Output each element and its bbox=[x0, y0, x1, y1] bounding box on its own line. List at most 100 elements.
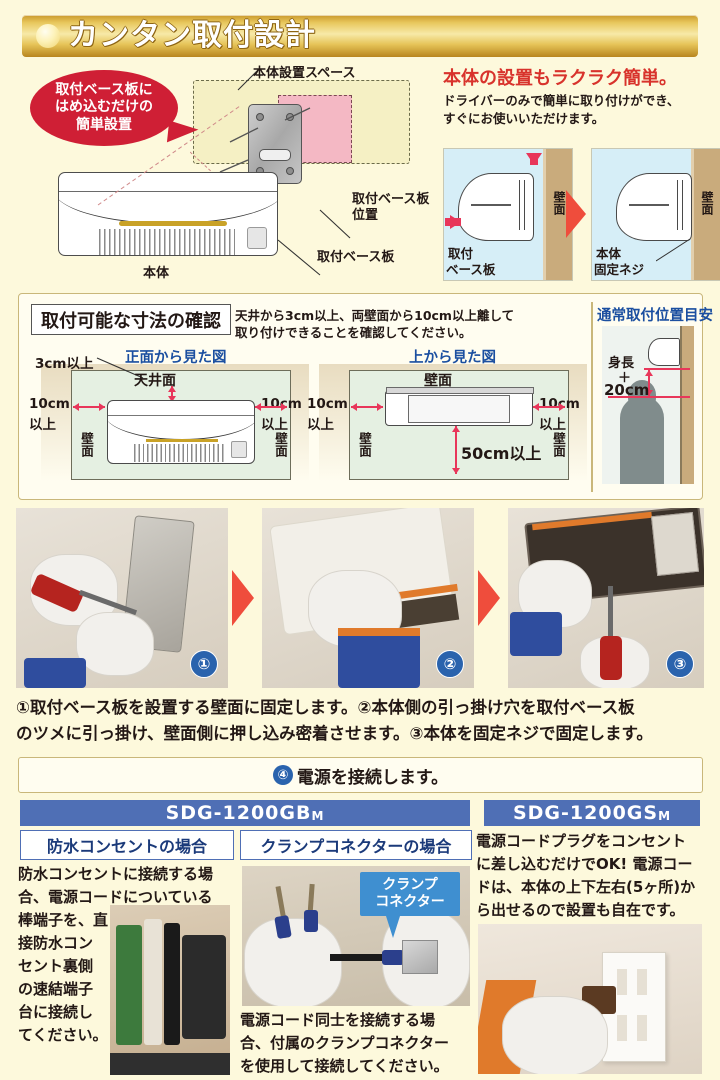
top-wall-left: 壁面 bbox=[357, 432, 372, 457]
callout-line-2: はめ込むだけの bbox=[55, 99, 153, 116]
work-sleeve bbox=[338, 632, 420, 688]
step4-text: 電源を接続します。 bbox=[296, 767, 449, 788]
right-body-line1: ドライバーのみで簡単に取り付けができ、 bbox=[443, 93, 680, 108]
label-wall-panel1: 壁面 bbox=[552, 191, 566, 215]
clamp-text-line2: 合、付属のクランプコネクター bbox=[240, 1034, 449, 1052]
label-ceiling: 天井面 bbox=[134, 373, 176, 389]
top-view-unit bbox=[385, 387, 534, 426]
front-left-dim-arrow bbox=[73, 403, 105, 411]
clamp-callout-line1: クランプ bbox=[382, 877, 438, 893]
unit-gold-strip bbox=[119, 221, 227, 226]
top-clearance-leader bbox=[96, 357, 144, 379]
arrow-right-icon bbox=[445, 215, 461, 229]
waterproof-text-line1: 防水コンセントに接続する場 bbox=[18, 865, 214, 883]
top-right-clearance-l2: 以上 bbox=[539, 417, 566, 433]
white-wire bbox=[144, 919, 162, 1045]
outlet-body bbox=[182, 935, 226, 1039]
sleeve-cuff bbox=[338, 628, 420, 636]
heater-side-bar bbox=[519, 180, 525, 230]
label-fix-screw-l2: 固定ネジ bbox=[594, 262, 645, 277]
top-front-clearance: 50cm以上 bbox=[461, 444, 542, 463]
model-left-sub: M bbox=[311, 809, 325, 823]
clamp-connector-callout: クランプ コネクター bbox=[360, 872, 460, 916]
gs-text-line4: ら出せるので設置も自在です。 bbox=[476, 901, 685, 919]
gloved-hand bbox=[502, 996, 608, 1074]
progress-arrow-icon bbox=[566, 190, 586, 238]
work-sleeve bbox=[24, 658, 86, 688]
keyhole-slot-icon bbox=[259, 149, 291, 161]
wall-edge bbox=[691, 149, 694, 280]
blue-sleeve bbox=[304, 910, 318, 932]
front-view-unit bbox=[107, 400, 255, 464]
waterproof-outlet-photo bbox=[110, 905, 230, 1075]
heater-body-icon bbox=[648, 338, 680, 366]
heater-body-icon bbox=[616, 173, 692, 241]
unit-control-panel bbox=[247, 227, 267, 249]
illustration-panel-hook-on: 壁面 取付 ベース板 bbox=[443, 148, 573, 281]
work-sleeve bbox=[510, 612, 562, 656]
clamp-callout-tail bbox=[386, 916, 400, 938]
label-main-unit: 本体 bbox=[143, 266, 170, 281]
step-badge-2: ② bbox=[436, 650, 464, 678]
step-photo-2: ② bbox=[262, 508, 474, 688]
base-plate-illustration bbox=[248, 104, 302, 184]
heater-slit bbox=[471, 204, 511, 206]
blue-sleeve bbox=[382, 950, 404, 965]
model-right-name: SDG-1200GS bbox=[512, 802, 659, 824]
clamp-text-line3: を使用して接続してください。 bbox=[240, 1057, 449, 1075]
clamp-connector-part bbox=[402, 940, 438, 974]
screw-lines bbox=[190, 107, 311, 175]
wall-surface bbox=[694, 149, 720, 280]
callout-line-1: 取付ベース板に bbox=[55, 81, 153, 98]
gs-text-line3: ドは、本体の上下左右(5ヶ所)か bbox=[476, 878, 696, 896]
front-left-clearance-l1: 10cm bbox=[29, 396, 70, 412]
height-guide-line3: 20cm bbox=[604, 381, 650, 399]
screwdriver-handle bbox=[600, 636, 622, 680]
front-distance-dim-arrow bbox=[452, 426, 460, 474]
screw-leader-line bbox=[656, 238, 691, 262]
label-fix-screw-l1: 本体 bbox=[596, 246, 622, 261]
step-arrow-1-icon bbox=[232, 570, 254, 626]
dot-icon bbox=[36, 24, 60, 48]
steps-caption-line1: ①取付ベース板を設置する壁面に固定します。②本体側の引っ掛け穴を取付ベース板 bbox=[16, 698, 635, 717]
dimension-note-line2: 取り付けできることを確認してください。 bbox=[235, 325, 472, 340]
top-clearance-dim-arrow bbox=[168, 386, 176, 402]
top-left-clearance-l2: 以上 bbox=[307, 417, 334, 433]
arrow-down-icon bbox=[526, 153, 542, 165]
label-base-plate-position-line1: 取付ベース板 bbox=[352, 192, 430, 207]
gloved-hand bbox=[244, 918, 342, 1006]
outlet-plug-photo bbox=[478, 924, 702, 1074]
clamp-connector-photo: クランプ コネクター bbox=[242, 866, 470, 1006]
wall-edge bbox=[543, 149, 546, 280]
label-base-plate-position-line2: 位置 bbox=[352, 208, 379, 223]
screw-hole-icon bbox=[256, 113, 264, 121]
subhead-waterproof-outlet: 防水コンセントの場合 bbox=[20, 830, 234, 860]
step-arrow-2-icon bbox=[478, 570, 500, 626]
main-unit-illustration bbox=[58, 172, 278, 256]
step-photo-3: ③ bbox=[508, 508, 704, 688]
top-left-dim-arrow bbox=[351, 403, 383, 411]
front-left-clearance-l2: 以上 bbox=[29, 417, 56, 433]
dimension-note-line1: 天井から3cm以上、両壁面から10cm以上離して bbox=[235, 308, 515, 323]
height-offset-dim-arrow bbox=[645, 370, 653, 396]
front-wall-left: 壁面 bbox=[79, 432, 94, 457]
callout-line-3: 簡単設置 bbox=[76, 116, 132, 133]
model-left-name: SDG-1200GB bbox=[165, 802, 312, 824]
heater-body-icon bbox=[458, 173, 534, 241]
step-photo-1: ① bbox=[16, 508, 228, 688]
top-left-clearance-l1: 10cm bbox=[307, 396, 348, 412]
waterproof-text-line6: の速結端子 bbox=[18, 980, 94, 998]
black-wire bbox=[164, 923, 180, 1045]
person-silhouette bbox=[620, 396, 664, 484]
front-right-clearance-l2: 以上 bbox=[261, 417, 288, 433]
waterproof-text-line3: 棒端子を、直 bbox=[18, 911, 109, 929]
waterproof-text-line7: 台に接続し bbox=[18, 1003, 94, 1021]
section-header-bar bbox=[22, 15, 698, 57]
heater-side-bar bbox=[677, 180, 683, 230]
top-view-title: 上から見た図 bbox=[409, 350, 496, 366]
front-view-title: 正面から見た図 bbox=[125, 350, 227, 366]
top-right-dim-arrow bbox=[533, 403, 565, 411]
leader-lines bbox=[97, 69, 351, 276]
